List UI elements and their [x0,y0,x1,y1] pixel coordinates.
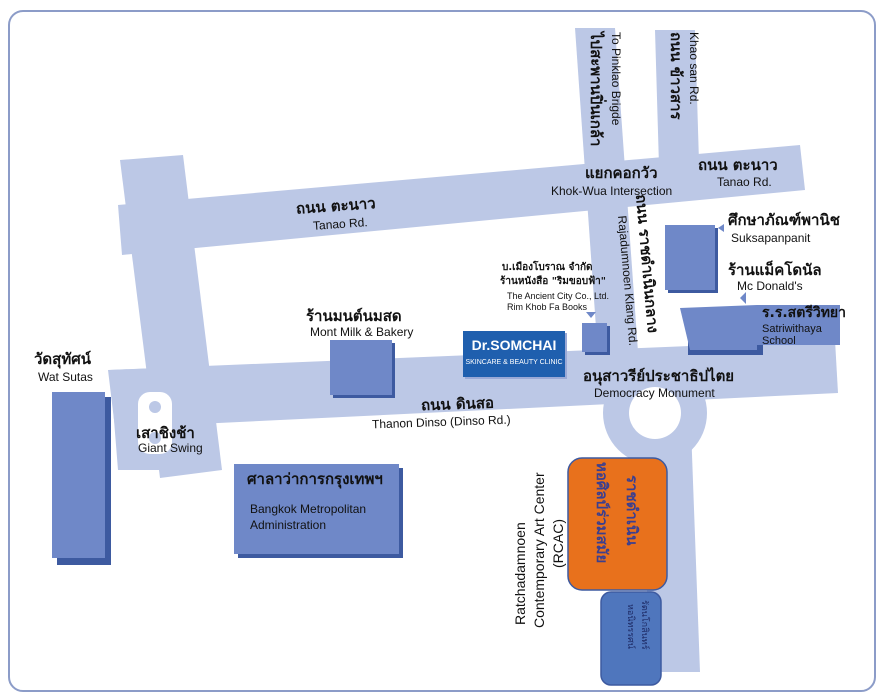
intersection-label-en: Khok-Wua Intersection [551,184,673,198]
building-rcac [567,457,668,591]
place-label-en: Democracy Monument [594,386,715,400]
building-suksapan [665,225,715,290]
exhibition-label-th: หอนิทรรศน์ [625,604,635,649]
logo-subtitle: SKINCARE & BEAUTY CLINIC [465,359,563,366]
place-label-th: ร้านมนต์นมสด [306,307,402,325]
road-label-th: ไปสะพานปิ่นเกล้า [587,32,605,147]
intersection-label-th: แยกคอกวัว [585,164,658,182]
place-label-th: เสาชิงช้า [136,424,195,442]
place-label-en: Suksapanpanit [731,231,811,245]
place-label-en: The Ancient City Co., Ltd. [507,291,610,301]
rcac-label-th: หอศิลป์ร่วมสมัย [593,462,611,564]
place-label-th: ศึกษาภัณฑ์พานิช [728,211,840,229]
rcac-label-en: (RCAC) [550,519,566,568]
exhibition-label-th: รัตนโกสินทร์ [639,600,649,650]
buildings [52,224,840,686]
logo-name: Dr.SOMCHAI [471,337,557,353]
rcac-label-en: Contemporary Art Center [531,472,547,628]
rcac-label-th: ราชดำเนิน [623,475,641,546]
dr-somchai-logo: Dr.SOMCHAI SKINCARE & BEAUTY CLINIC [463,331,565,377]
road-label-th: ถนน ดินสอ [420,393,495,415]
road-label-en: Khao san Rd. [687,32,701,105]
place-label-en: Mont Milk & Bakery [310,325,414,339]
pointer-icon [740,292,746,304]
place-label-en: Giant Swing [138,441,203,455]
road-label-th: ถนน ข้าวสาร [667,32,685,120]
pointer-icon [586,312,596,318]
road-khao-san [655,30,700,200]
place-label-en: Administration [250,518,327,532]
place-label-en: Wat Sutas [38,370,93,384]
pointer-icon [718,224,724,232]
road-rajadamnoen-klang [575,28,640,385]
place-label-en: Mc Donald's [737,279,803,293]
place-label-th: ร้านหนังสือ "ริมขอบฟ้า" [500,276,606,287]
place-label-th: วัดสุทัศน์ [34,350,91,368]
place-label-en: Bangkok Metropolitan [250,502,367,516]
building-ancient-city [582,323,607,352]
road-tanao [118,145,805,255]
roads [108,28,838,672]
giant-swing-marker [138,392,172,454]
satri-label-box [757,305,840,345]
road-label-en: To Pinklao Brigde [609,32,623,126]
rcac-label-en: Ratchadamnoen [512,522,528,625]
place-label-en: Rim Khob Fa Books [507,302,588,312]
building-bma [234,464,399,554]
democracy-monument-circle [629,387,681,439]
place-label-en: Satriwithaya [762,323,822,335]
place-label-th: ศาลาว่าการกรุงเทพฯ [247,470,383,488]
building-satri [680,305,757,350]
place-label-th: อนุสาวรีย์ประชาธิปไตย [583,367,735,385]
road-label-en: Tanao Rd. [717,175,772,189]
place-label-th: ร้านแม็คโดนัล [728,261,822,279]
building-wat-sutas [52,392,105,558]
road-label-th: ถนน ตะนาว [698,156,778,174]
place-label-en: School [762,335,796,347]
building-exhibition [600,591,662,686]
building-mont [330,340,392,395]
place-label-th: ร.ร.สตรีวิทยา [762,305,846,321]
place-label-th: บ.เมืองโบราณ จำกัด [502,262,593,273]
